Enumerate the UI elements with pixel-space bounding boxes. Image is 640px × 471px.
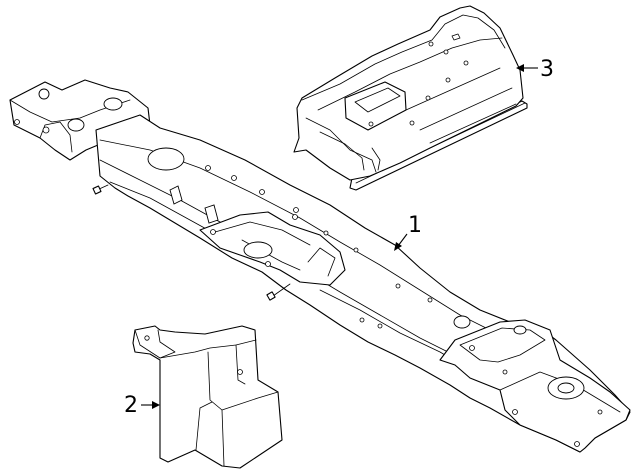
callout-2: 2 [124, 393, 160, 418]
callout-2-label: 2 [124, 393, 138, 418]
callout-1: 1 [394, 213, 422, 251]
callout-3: 3 [516, 57, 554, 82]
part-2-bracket[interactable] [132, 325, 283, 469]
callout-1-label: 1 [408, 213, 422, 238]
part-3-skid-plate[interactable] [293, 5, 528, 191]
callout-3-label: 3 [540, 57, 554, 82]
part-1-crossmember[interactable] [9, 79, 631, 453]
